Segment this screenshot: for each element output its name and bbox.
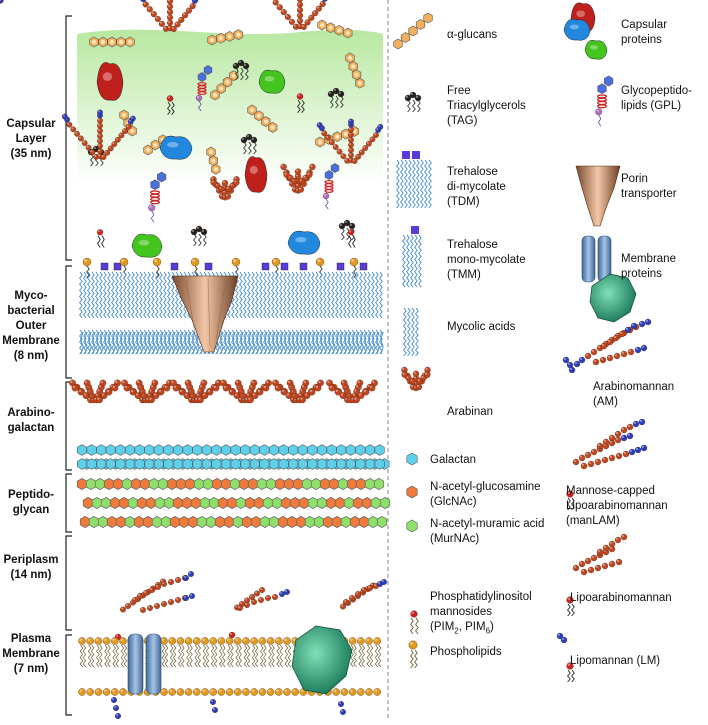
murnac-icon (407, 520, 417, 532)
legend-label-murnac: N-acetyl-muramic acid(MurNAc) (430, 517, 544, 547)
mycobacterial-outer-membrane (80, 272, 384, 354)
am-icon (563, 319, 651, 373)
capsular-protein-icon (564, 3, 607, 60)
outer-membrane-headgroups (83, 258, 367, 278)
capsular-layer-background (77, 30, 383, 185)
legend-label-glcnac: N-acetyl-glucosamine(GlcNAc) (430, 480, 541, 510)
legend-label-gpl: Glycopeptido-lipids (GPL) (621, 84, 692, 114)
glcnac-icon (407, 486, 417, 498)
layer-label-arabinogalactan: Arabino-galactan (0, 406, 62, 436)
plasma-membrane (78, 626, 381, 719)
capsule-fill (77, 30, 383, 185)
layer-label-peptidoglycan: Peptido-glycan (0, 488, 62, 518)
legend-label-lam: Lipoarabinomannan (570, 591, 672, 606)
bracket-1 (66, 266, 72, 378)
capsular-protein-blue (160, 136, 192, 159)
legend-label-am: Arabinomannan(AM) (593, 380, 674, 410)
layer-label-periplasm: Periplasm(14 nm) (0, 553, 62, 583)
bracket-4 (66, 536, 72, 630)
tag-icon (405, 92, 421, 112)
bracket-2 (66, 382, 72, 470)
tag-molecule (405, 92, 421, 112)
alpha-glucan-icon (394, 13, 433, 49)
legend-label-mycolic-acids: Mycolic acids (447, 320, 515, 335)
capsular-protein-blue (288, 231, 320, 254)
legend-label-lm: Lipomannan (LM) (570, 654, 660, 669)
gpl-icon (595, 76, 613, 126)
capsular-protein-green (585, 40, 607, 59)
gpl-molecule (595, 76, 613, 126)
tdm-icon (397, 151, 432, 208)
galactan-icon (407, 453, 417, 465)
peptidoglycan-layer (77, 478, 390, 527)
legend-label-galactan: Galactan (430, 453, 476, 468)
porin-icon (576, 166, 620, 226)
bracket-3 (66, 474, 72, 532)
phospholipid-icon (409, 641, 417, 668)
membrane-protein-green (292, 626, 352, 694)
legend-label-alpha-glucans: α-glucans (447, 28, 497, 43)
bracket-0 (66, 16, 72, 260)
mycolic-acid-icon (404, 308, 419, 356)
capsular-protein-green (259, 70, 285, 93)
tag-molecule (191, 226, 207, 246)
legend-label-arabinan: Arabinan (447, 405, 493, 420)
capsular-protein-red (97, 62, 123, 100)
bracket-5 (66, 635, 72, 715)
capsular-protein-red (245, 156, 267, 192)
legend-label-phospholipids: Phospholipids (430, 645, 502, 660)
tmm-icon (403, 226, 422, 287)
capsular-protein-blue (564, 19, 590, 40)
capsular-protein-green (132, 234, 162, 257)
